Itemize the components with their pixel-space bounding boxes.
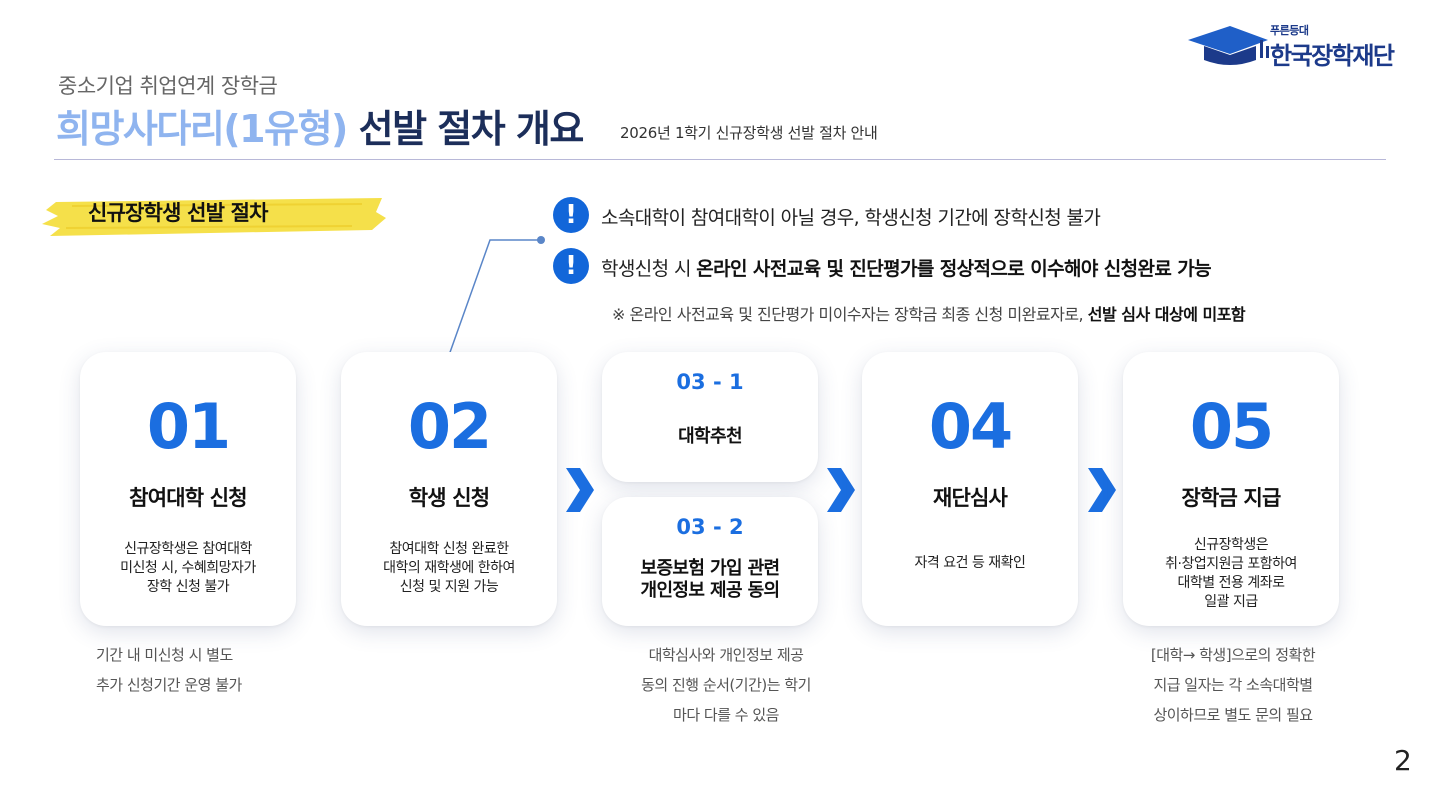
chevron-right-icon [566,468,594,512]
notice-2: 학생신청 시 온라인 사전교육 및 진단평가를 정상적으로 이수해야 신청완료 … [601,254,1212,281]
step-card-05: 05 장학금 지급 신규장학생은 취·창업지원금 포함하여 대학별 전용 계좌로… [1123,352,1339,626]
step-card-03-1: 03 - 1 대학추천 [602,352,818,482]
step-card-03-2: 03 - 2 보증보험 가입 관련 개인정보 제공 동의 [602,497,818,626]
notice-1: 소속대학이 참여대학이 아닐 경우, 학생신청 기간에 장학신청 불가 [601,207,1101,229]
chevron-right-icon [827,468,855,512]
step-description: 참여대학 신청 완료한 대학의 재학생에 한하여 신청 및 지원 가능 [383,541,515,595]
step-number: 03 - 1 [676,370,744,394]
logo-main-text: 한국장학재단 [1270,42,1395,70]
notice-2-bold: 온라인 사전교육 및 진단평가를 정상적으로 이수해야 신청완료 가능 [696,258,1212,280]
footnote-step5: [대학→ 학생]으로의 정확한 지급 일자는 각 소속대학별 상이하므로 별도 … [1150,646,1316,724]
step-description: 신규장학생은 취·창업지원금 포함하여 대학별 전용 계좌로 일괄 지급 [1165,537,1297,610]
step-description: 자격 요건 등 재확인 [914,555,1026,571]
step-number: 03 - 2 [676,515,744,539]
step-number: 04 [928,390,1013,463]
step-number: 02 [407,390,492,463]
step-description: 신규장학생은 참여대학 미신청 시, 수혜희망자가 장학 신청 불가 [120,541,256,595]
step-title: 재단심사 [932,486,1008,510]
sub-notice: ※ 온라인 사전교육 및 진단평가 미이수자는 장학금 최종 신청 미완료자로,… [612,301,1246,325]
page-number: 2 [1394,744,1412,777]
step-card-01: 01 참여대학 신청 신규장학생은 참여대학 미신청 시, 수혜희망자가 장학 … [80,352,296,626]
title-note: 2026년 1학기 신규장학생 선발 절차 안내 [620,124,878,142]
step-number: 01 [146,390,231,463]
title-main: 선발 절차 개요 [346,107,585,151]
step-card-02: 02 학생 신청 참여대학 신청 완료한 대학의 재학생에 한하여 신청 및 지… [341,352,557,626]
step-card-04: 04 재단심사 자격 요건 등 재확인 [862,352,1078,626]
header-divider [54,159,1386,160]
notice-2-prefix: 학생신청 시 [601,258,697,280]
step-title: 참여대학 신청 [129,486,247,510]
step-title: 장학금 지급 [1181,486,1281,510]
page-title: 희망사다리(1유형) 선발 절차 개요 [56,98,585,153]
sub-notice-text: ※ 온라인 사전교육 및 진단평가 미이수자는 장학금 최종 신청 미완료자로, [612,305,1088,324]
step-title: 보증보험 가입 관련 개인정보 제공 동의 [640,558,780,601]
graduation-cap-icon [1188,26,1269,65]
exclamation-icon: ! [553,197,589,233]
logo-small-text: 푸른등대 [1270,24,1309,37]
sub-notice-bold: 선발 심사 대상에 미포함 [1087,305,1246,324]
step-title: 대학추천 [678,426,742,447]
section-label: 신규장학생 선발 절차 [88,201,269,225]
chevron-right-icon [1088,468,1116,512]
exclamation-icon: ! [553,248,589,284]
page-subtitle: 중소기업 취업연계 장학금 [58,74,278,98]
step-title: 학생 신청 [408,486,490,510]
footnote-step3: 대학심사와 개인정보 제공 동의 진행 순서(기간)는 학기 마다 다를 수 있… [641,646,811,724]
title-highlight: 희망사다리(1유형) [56,107,348,151]
footnote-step1: 기간 내 미신청 시 별도 추가 신청기간 운영 불가 [96,646,242,694]
step-number: 05 [1189,390,1274,463]
highlight-brush [42,198,386,236]
